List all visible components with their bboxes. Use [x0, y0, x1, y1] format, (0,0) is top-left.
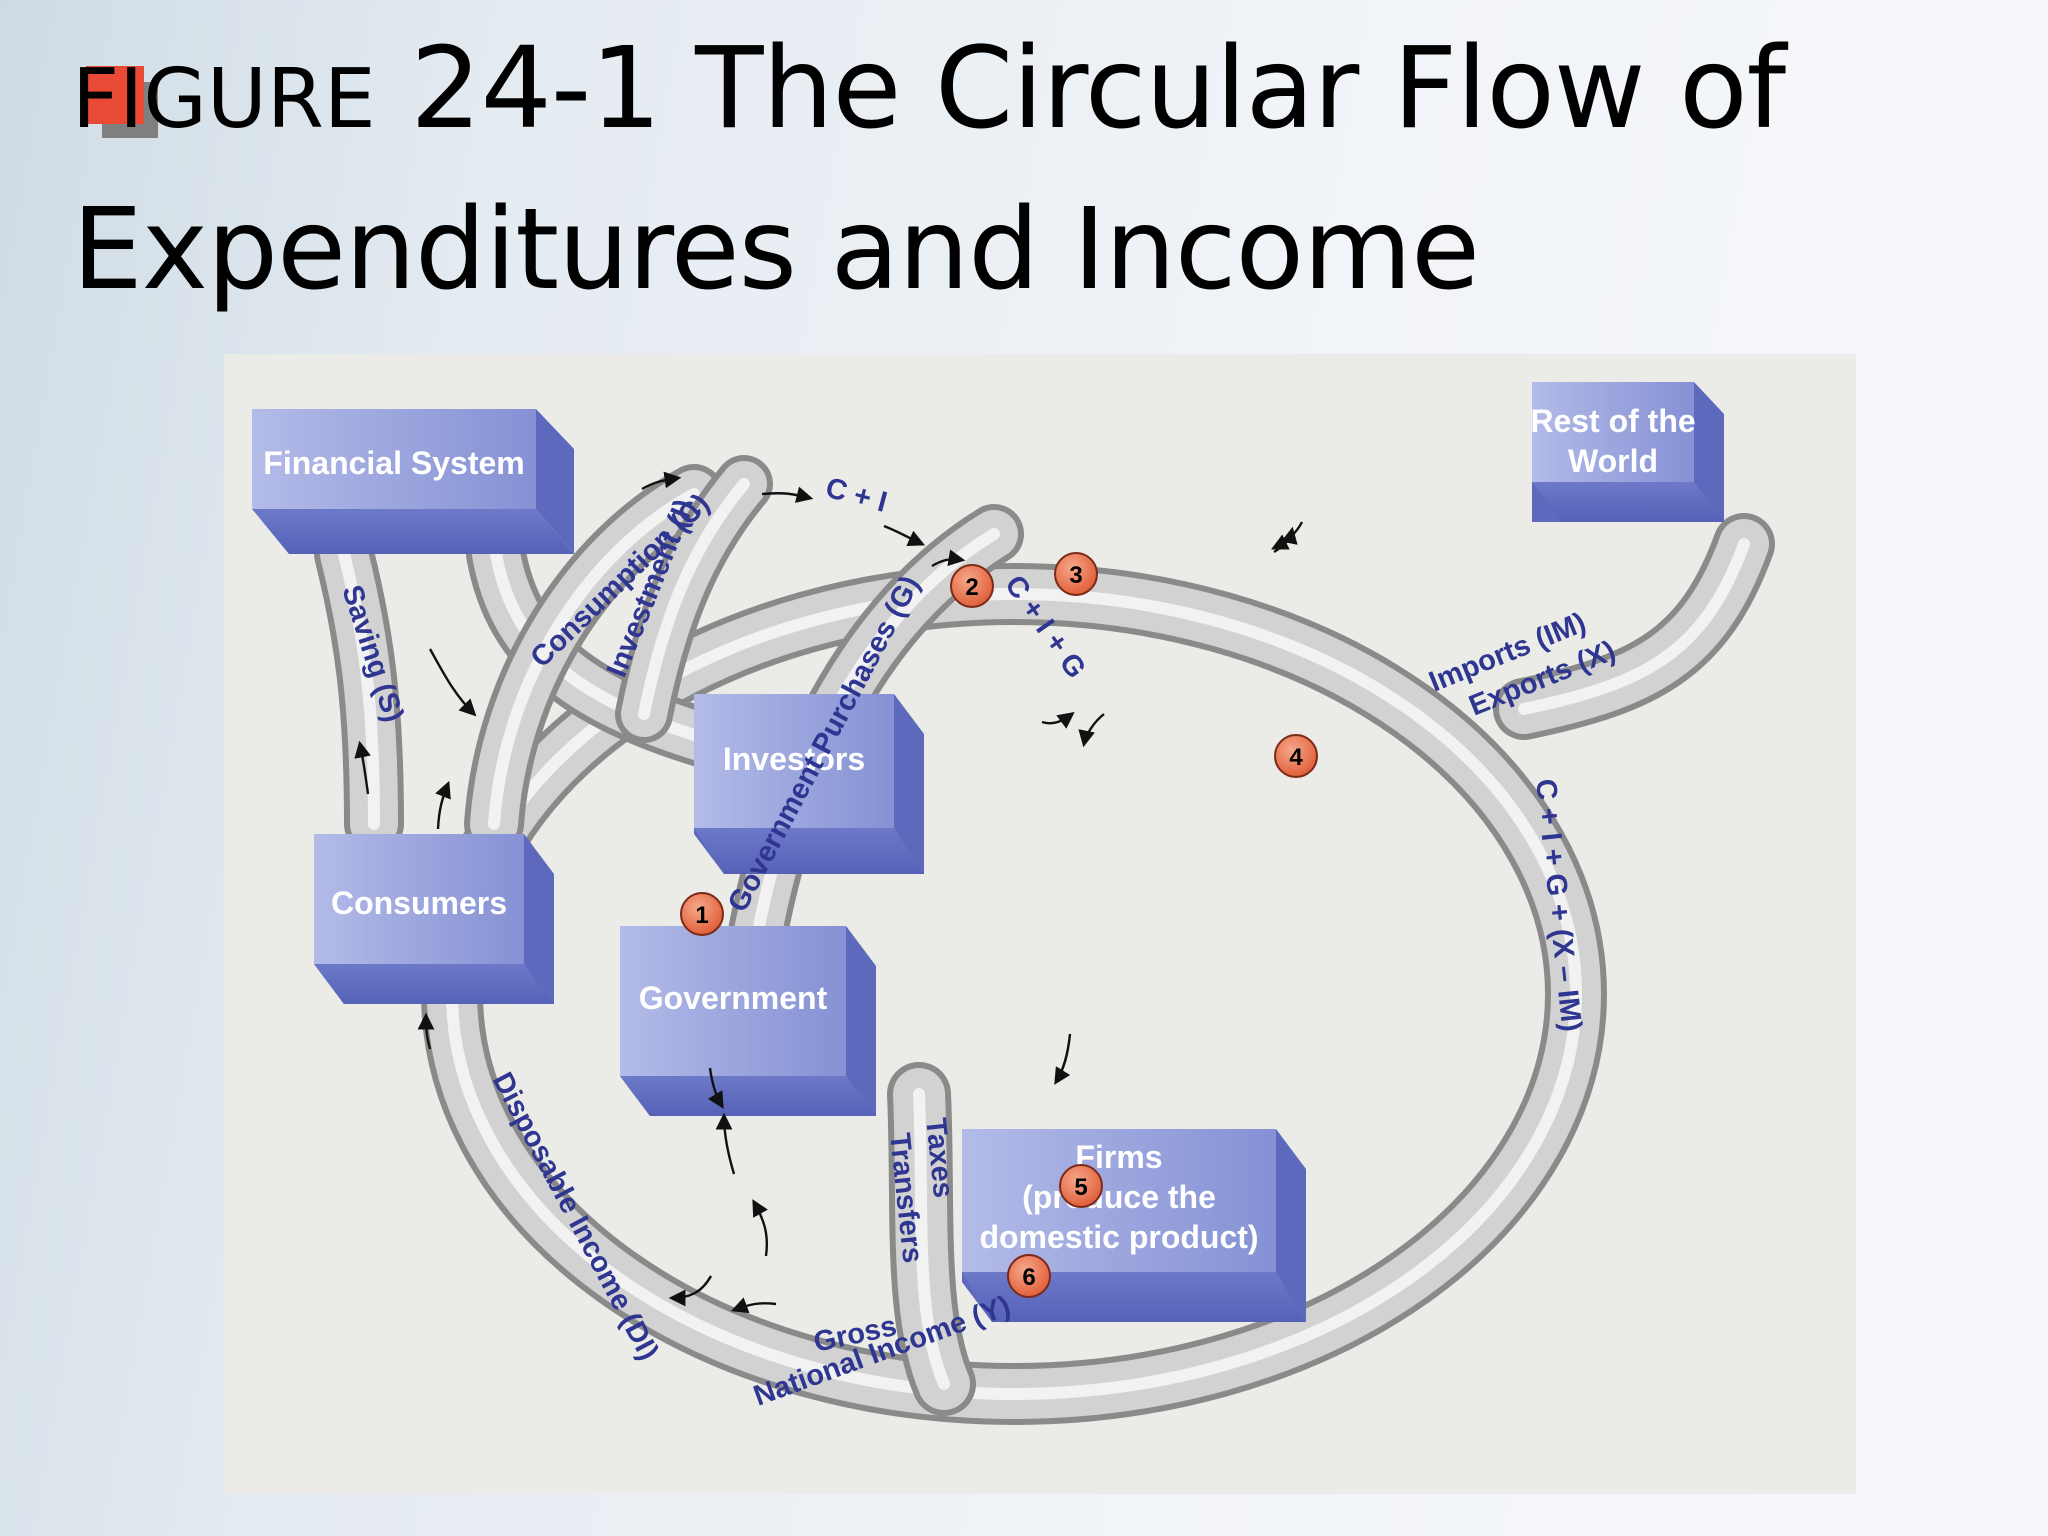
title-main: 24-1 The Circular Flow of Expenditures a… [72, 24, 1786, 315]
c-plus-i-right-arrow-icon [883, 524, 926, 546]
c-plus-i-label: C + I [822, 472, 890, 519]
box-firms: Firms (produce the domestic product) [962, 1129, 1306, 1322]
title-prefix: FIGURE [72, 52, 376, 147]
government-purchases-arrow-icon [931, 549, 966, 568]
box-rest-of-world: Rest of the World [1530, 382, 1724, 522]
saving-arrow-icon [354, 740, 371, 795]
financial-system-label: Financial System [263, 445, 524, 481]
di-up-arrow-icon [417, 1012, 435, 1050]
consumers-label: Consumers [331, 885, 507, 921]
consumption-pipe [464, 464, 724, 854]
government-label: Government [639, 980, 828, 1016]
box-government: Government [620, 926, 876, 1116]
taxes-transfers-pipe [887, 1062, 976, 1416]
taxes-up-arrow-icon [715, 1112, 736, 1175]
box-consumers: Consumers [314, 834, 554, 1004]
di-left-arrow-icon [668, 1275, 713, 1307]
marker-4: 4 [1274, 734, 1318, 778]
firms-label-line3: domestic product) [979, 1219, 1258, 1255]
gni-up-arrow-icon [752, 1199, 768, 1257]
firms-label-line2: (produce the [1022, 1179, 1216, 1215]
marker-5-label: 5 [1074, 1174, 1087, 1201]
consumption-arrow-icon [435, 780, 451, 830]
national-income-arrow-icon [730, 1297, 777, 1314]
saving-pipe [314, 524, 404, 854]
marker-4-label: 4 [1289, 744, 1303, 771]
title-bullet-icon [86, 66, 158, 138]
marker-2: 2 [950, 564, 994, 608]
marker-2-label: 2 [965, 574, 978, 601]
c-plus-i-arrow-icon [761, 486, 814, 503]
box-investors: Investors [694, 694, 924, 874]
imports-right-arrow-icon [1273, 526, 1298, 554]
marker-1: 1 [680, 892, 724, 936]
marker-5: 5 [1059, 1164, 1103, 1208]
flow-arrows [354, 471, 1304, 1314]
marker-3-label: 3 [1069, 562, 1082, 589]
investment-pipe [615, 455, 773, 743]
number-markers: 1 2 3 4 5 6 [680, 552, 1318, 1298]
marker-6-label: 6 [1022, 1264, 1035, 1291]
marker-1-label: 1 [695, 902, 708, 929]
slide-title: FIGURE 24-1 The Circular Flow of Expendi… [72, 14, 2032, 325]
investors-label: Investors [723, 741, 865, 777]
exports-left-arrow-icon [1078, 713, 1105, 748]
rest-of-world-label-line2: World [1568, 443, 1658, 479]
imports-arrow-icon [1041, 711, 1075, 729]
marker-3: 3 [1054, 552, 1098, 596]
imports-exports-pipe [1493, 513, 1775, 740]
finance-arrow-icon [428, 648, 477, 717]
rest-of-world-label-line1: Rest of the [1530, 403, 1695, 439]
circular-flow-diagram: Financial System Rest of the World Inves… [224, 354, 1856, 1494]
c-plus-i-plus-g-x-im-arrow-icon [1054, 1033, 1072, 1085]
box-financial-system: Financial System [252, 409, 574, 554]
exports-arrow-icon [1270, 521, 1304, 550]
consumption-top-arrow-icon [641, 471, 682, 491]
transfers-down-arrow-icon [707, 1067, 724, 1109]
marker-6: 6 [1007, 1254, 1051, 1298]
